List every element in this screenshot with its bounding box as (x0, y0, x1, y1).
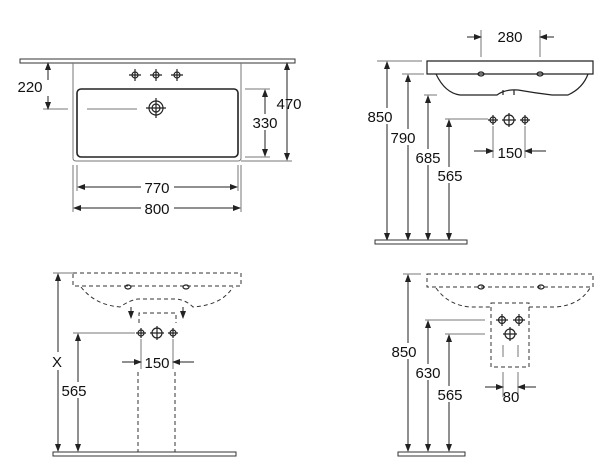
floor-line (52, 451, 237, 457)
dim-630: 630 (415, 365, 440, 382)
overflow-hole-icon (124, 284, 132, 290)
dim-150: 150 (144, 355, 169, 372)
dim-565: 565 (437, 387, 462, 404)
top-view: 220 330 470 770 800 (17, 58, 302, 218)
dim-280: 280 (497, 29, 522, 46)
dim-80: 80 (503, 389, 520, 406)
dim-565: 565 (61, 383, 86, 400)
wall-line (19, 58, 296, 64)
supply-fitting-icons (488, 113, 530, 127)
dim-850: 850 (391, 344, 416, 361)
dim-470: 470 (276, 96, 301, 113)
overflow-hole-icon (477, 284, 485, 290)
overflow-hole-icon (537, 284, 545, 290)
overflow-hole-icon (536, 71, 544, 77)
basin-bowl (76, 88, 239, 158)
floor-line (374, 239, 468, 245)
basin-outline (72, 63, 242, 162)
dim-565: 565 (437, 168, 462, 185)
supply-fitting-icons (496, 314, 525, 341)
dim-220: 220 (17, 79, 42, 96)
dim-850: 850 (367, 109, 392, 126)
dim-330: 330 (252, 115, 277, 132)
floor-line (397, 451, 466, 457)
dim-685: 685 (415, 150, 440, 167)
supply-fitting-icons (136, 326, 178, 340)
front-pedestal-view: X 565 150 (48, 272, 242, 457)
dim-150: 150 (497, 145, 522, 162)
overflow-hole-icon (182, 284, 190, 290)
dim-x: X (52, 354, 62, 371)
side-view: 280 850 790 685 565 150 (365, 29, 594, 245)
dim-800: 800 (144, 201, 169, 218)
dim-790: 790 (390, 130, 415, 147)
side-pedestal-view: 850 630 565 80 (390, 273, 594, 457)
overflow-hole-icon (477, 71, 485, 77)
drain-icon (146, 98, 166, 118)
dim-770: 770 (144, 180, 169, 197)
tap-hole-icons (129, 69, 183, 81)
pedestal-outline (137, 372, 176, 452)
pedestal-outline (490, 302, 530, 368)
